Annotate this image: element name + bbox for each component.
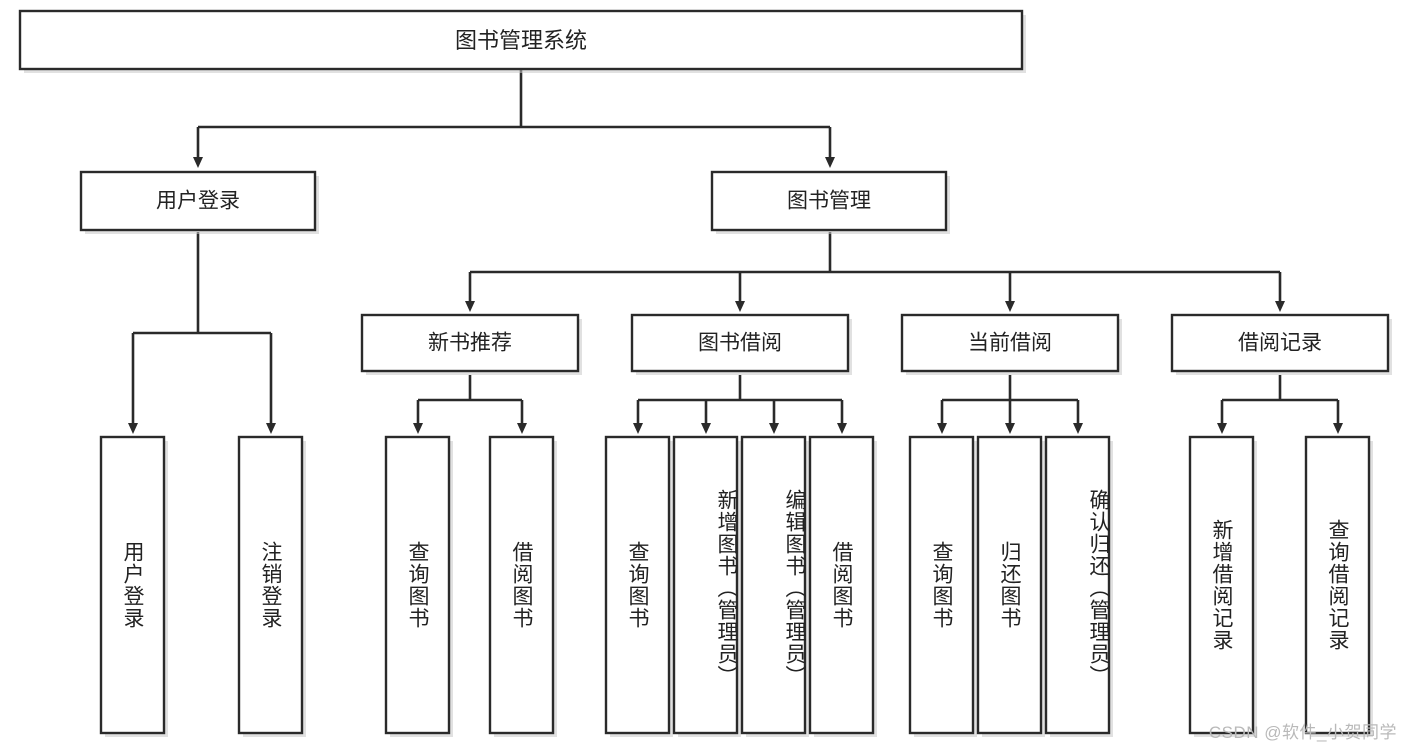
node-borrow-record[interactable]: 借阅记录 — [1170, 313, 1392, 375]
node-current-borrow-label: 当前借阅 — [968, 332, 1052, 355]
leaf-box-user-login-1[interactable] — [237, 435, 304, 735]
leaf-group-borrow-record — [1188, 435, 1373, 737]
node-new-book-recommend[interactable]: 新书推荐 — [360, 313, 582, 375]
leaf-box-book-borrow-3[interactable] — [808, 435, 875, 735]
leaf-group-new-book-recommend — [384, 435, 557, 737]
connector-group-book-mgmt — [465, 232, 1285, 312]
node-book-borrow[interactable]: 图书借阅 — [630, 313, 852, 375]
leaf-box-current-borrow-2[interactable] — [1044, 435, 1111, 735]
node-book-management-label: 图书管理 — [787, 190, 871, 213]
leaf-box-current-borrow-1[interactable] — [976, 435, 1043, 735]
connector-group-book-borrow — [633, 375, 847, 434]
connector-group-current-borrow — [937, 375, 1083, 434]
leaf-group-book-borrow — [604, 435, 877, 737]
node-user-login-box — [79, 170, 317, 232]
leaf-box-new-book-1[interactable] — [488, 435, 555, 735]
leaf-box-current-borrow-0[interactable] — [908, 435, 975, 735]
node-current-borrow-box — [900, 313, 1120, 373]
watermark-text: CSDN @软件_小贺同学 — [1208, 723, 1397, 742]
node-current-borrow[interactable]: 当前借阅 — [900, 313, 1122, 375]
leaf-box-book-borrow-2[interactable] — [740, 435, 807, 735]
node-root-label: 图书管理系统 — [455, 28, 587, 53]
connector-group-borrow-record — [1217, 375, 1343, 434]
node-book-borrow-box — [630, 313, 850, 373]
leaf-group-current-borrow — [908, 435, 1113, 737]
node-new-book-recommend-box — [360, 313, 580, 373]
leaf-group-user-login — [99, 435, 306, 737]
connector-group-user-login — [128, 232, 276, 434]
connector-group-new-book — [413, 375, 527, 434]
node-new-book-recommend-label: 新书推荐 — [428, 332, 512, 355]
leaf-box-book-borrow-0[interactable] — [604, 435, 671, 735]
node-book-management[interactable]: 图书管理 — [710, 170, 950, 234]
node-root[interactable]: 图书管理系统 — [18, 9, 1026, 73]
node-book-borrow-label: 图书借阅 — [698, 332, 782, 355]
node-user-login-label: 用户登录 — [156, 190, 240, 213]
connector-group-root — [193, 70, 835, 168]
node-borrow-record-label: 借阅记录 — [1238, 332, 1322, 355]
leaf-box-book-borrow-1[interactable] — [672, 435, 739, 735]
leaf-box-user-login-0[interactable] — [99, 435, 166, 735]
leaf-box-new-book-0[interactable] — [384, 435, 451, 735]
node-root-box — [18, 9, 1024, 71]
node-borrow-record-box — [1170, 313, 1390, 373]
node-user-login[interactable]: 用户登录 — [79, 170, 319, 234]
node-book-management-box — [710, 170, 948, 232]
leaf-box-borrow-record-0[interactable] — [1188, 435, 1255, 735]
leaf-box-borrow-record-1[interactable] — [1304, 435, 1371, 735]
